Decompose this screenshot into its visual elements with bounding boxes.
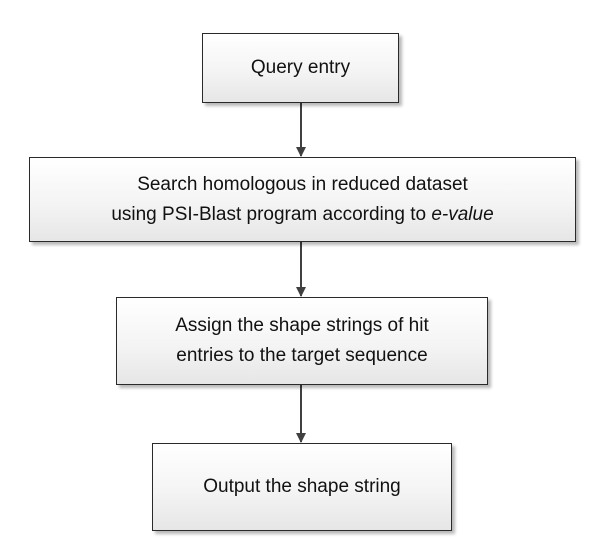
step-label-line-2: using PSI-Blast program according to e-v… [111,200,493,230]
step-label-line-2: entries to the target sequence [176,345,428,366]
step-label-line-1: Assign the shape strings of hit [175,315,429,336]
step-query-entry: Query entry [202,33,399,103]
step-search-homologous: Search homologous in reduced dataset usi… [29,157,576,242]
step-label: Output the shape string [203,476,401,497]
e-value-term: e-value [431,203,494,225]
step-label: Query entry [250,57,351,78]
step-label-line-1: Search homologous in reduced dataset [137,173,468,195]
step-assign-shape-strings: Assign the shape strings of hit entries … [116,297,488,385]
step-label-text: using PSI-Blast program according to [111,203,432,225]
step-output-shape-string: Output the shape string [152,443,452,531]
